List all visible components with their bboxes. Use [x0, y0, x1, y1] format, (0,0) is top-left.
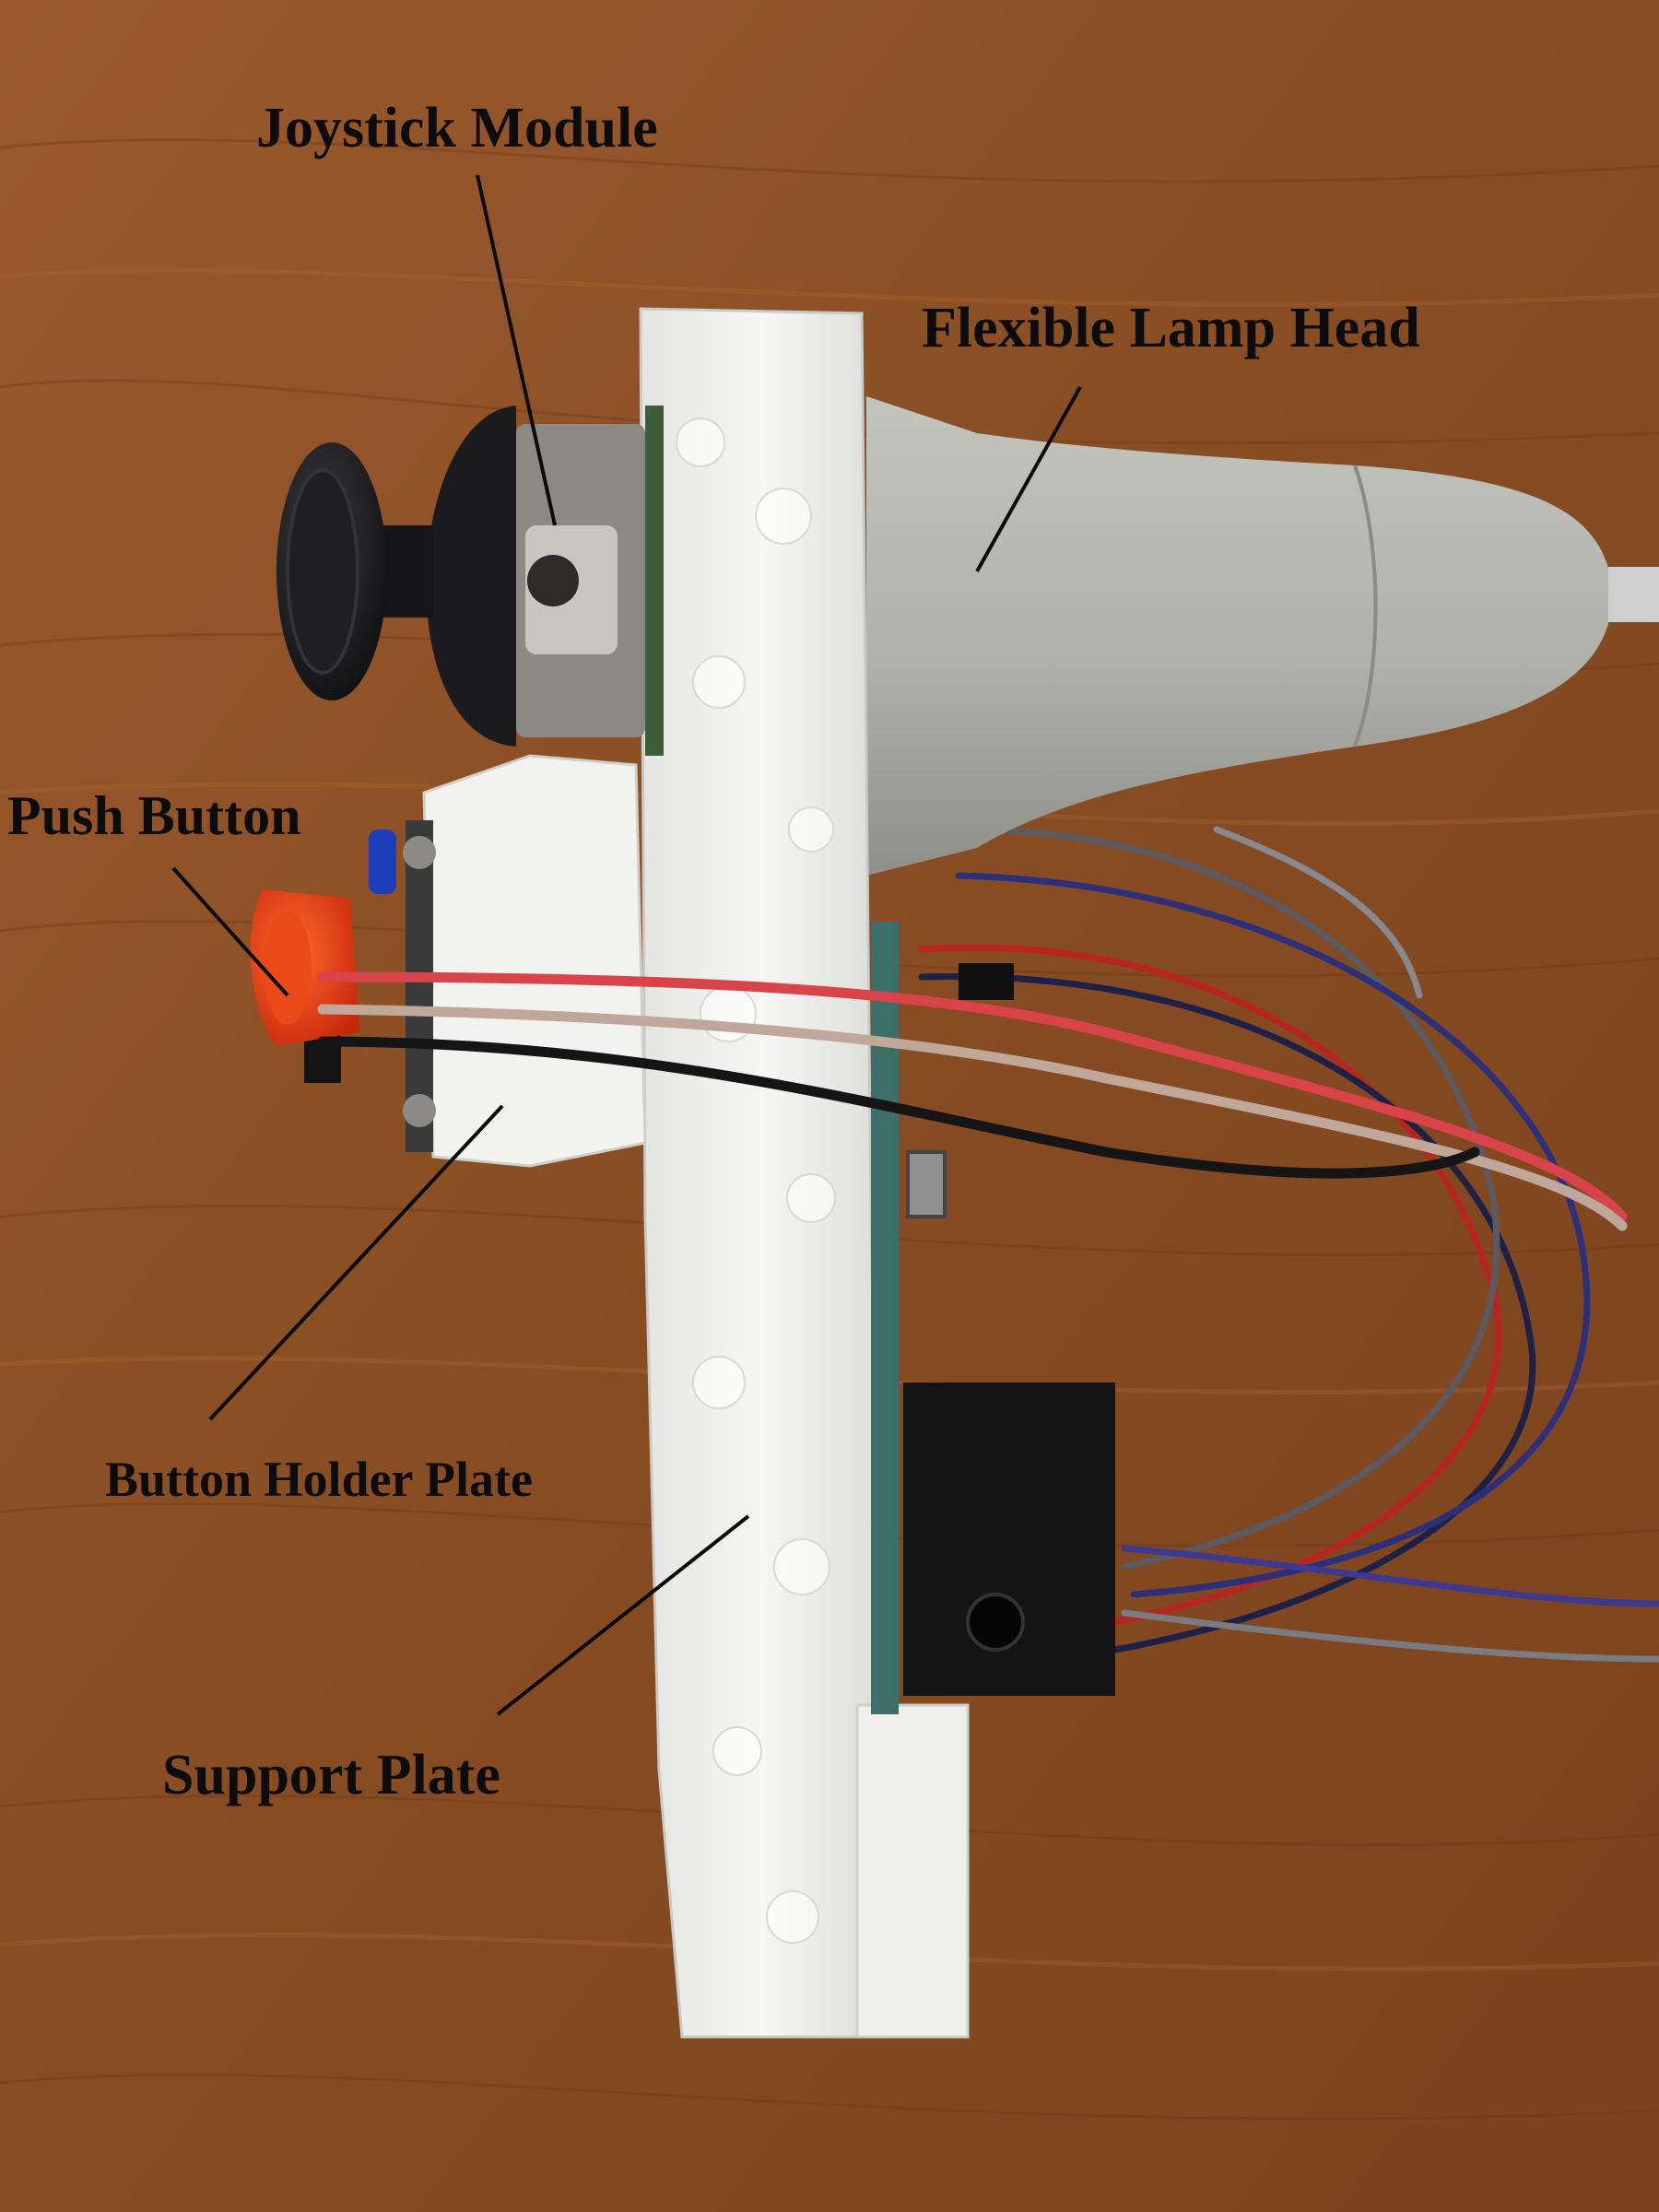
lamp-head-shape	[866, 396, 1659, 876]
button-holder-plate-shape	[369, 754, 647, 1168]
support-plate-label: Support Plate	[162, 1744, 500, 1806]
button-holder-plate-label: Button Holder Plate	[105, 1452, 533, 1507]
leader-support	[496, 1514, 750, 1716]
leader-push	[171, 866, 289, 997]
jumper-wires	[918, 826, 1659, 1663]
button-wires	[317, 971, 1628, 1231]
support-plate-shape	[639, 307, 970, 2039]
flexible-lamp-head-label: Flexible Lamp Head	[922, 297, 1420, 359]
joystick-shape	[276, 406, 664, 756]
push-button-label: Push Button	[7, 785, 301, 846]
leader-lamp	[975, 386, 1082, 572]
leader-holder	[208, 1104, 504, 1421]
joystick-module-label: Joystick Module	[256, 97, 658, 159]
leader-lines	[171, 174, 1082, 1716]
leader-joystick	[476, 174, 557, 526]
circuit-board-edge	[871, 922, 1115, 1714]
